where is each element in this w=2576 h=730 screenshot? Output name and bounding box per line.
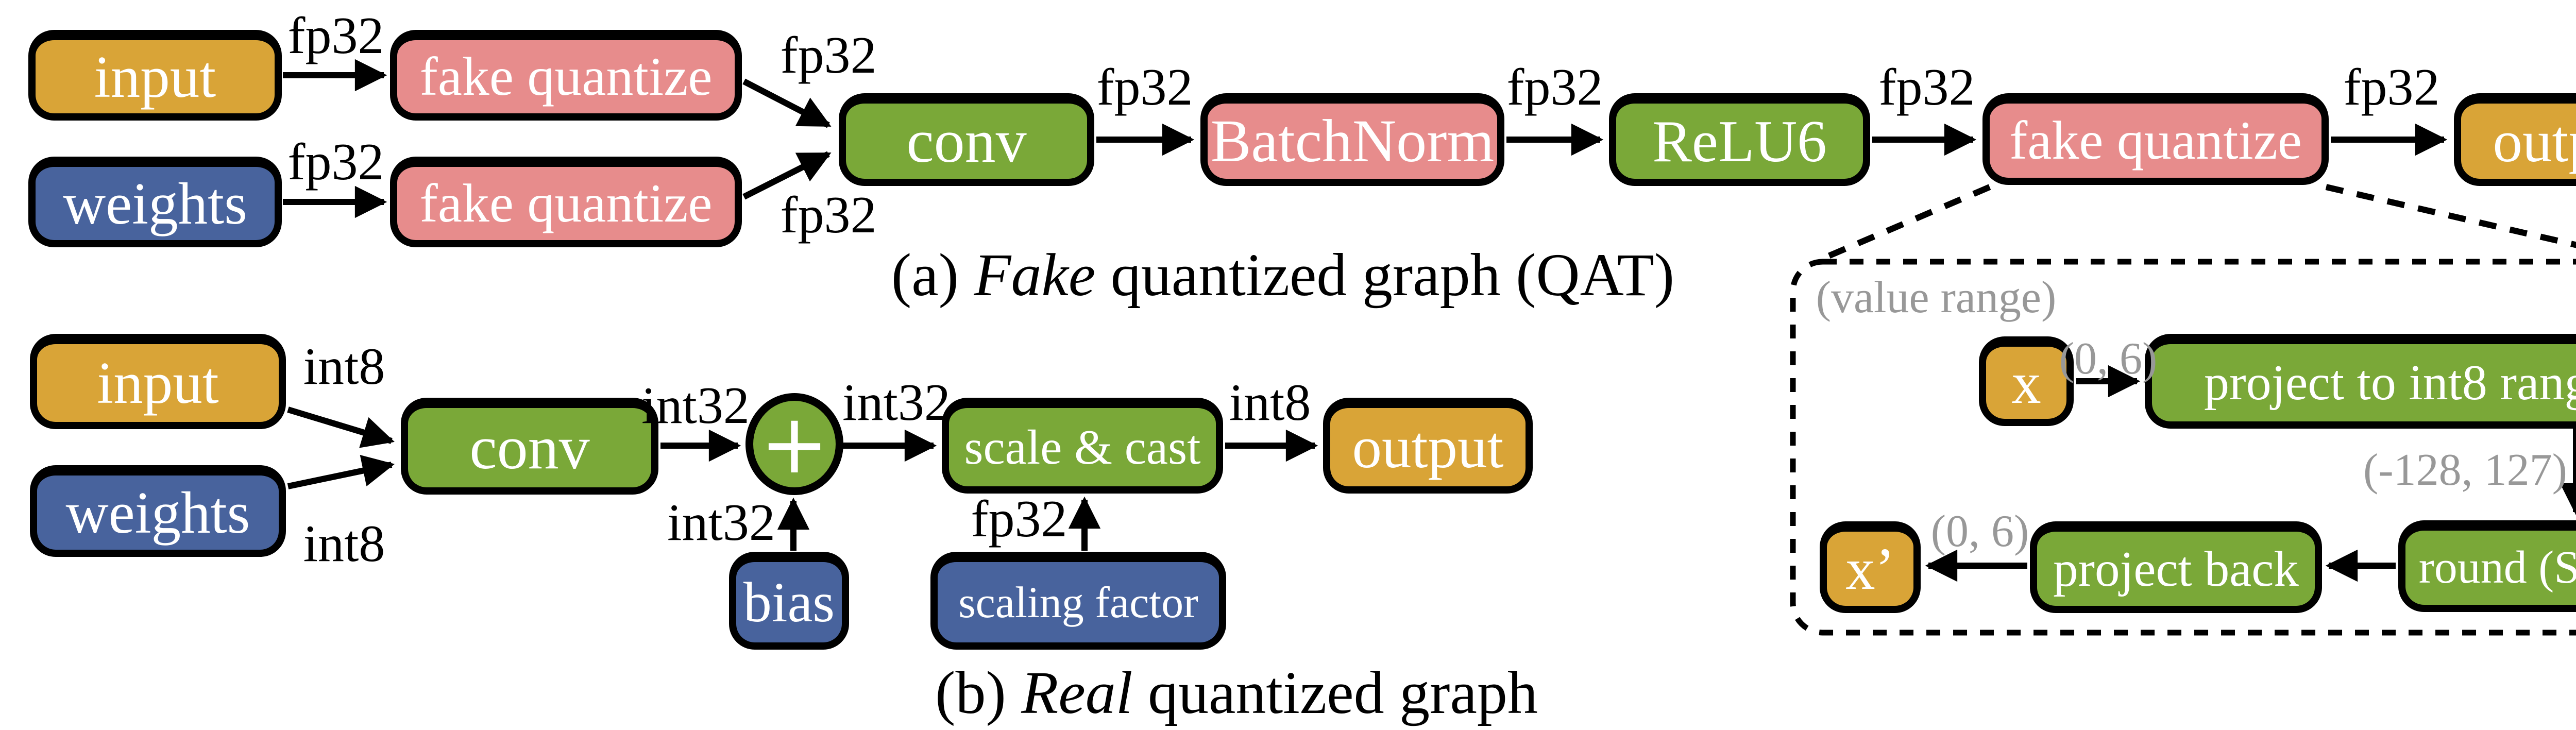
node-a-output: output	[2454, 93, 2576, 186]
node-a-fake-quantize-weights: fake quantize	[390, 157, 742, 247]
caption-b-prefix: (b)	[935, 659, 1022, 726]
caption-b-rest: quantized graph	[1132, 659, 1538, 726]
callout-line-right	[2325, 184, 2576, 248]
arrow-b-input-to-conv	[287, 406, 395, 448]
edge-label-b-scale-output: int8	[1229, 374, 1311, 432]
edge-label-b-input-conv: int8	[303, 337, 385, 396]
node-a-input: input	[28, 30, 282, 121]
arrow-b-weights-to-conv	[287, 454, 395, 489]
node-b-scaling-factor: scaling factor	[930, 552, 1226, 650]
node-a-batchnorm: BatchNorm	[1200, 93, 1504, 186]
edge-label-a-bn-relu6: fp32	[1506, 58, 1603, 116]
node-b-input: input	[30, 334, 286, 429]
node-b-add: +	[745, 393, 843, 495]
node-b-scale-cast: scale & cast	[942, 398, 1223, 494]
node-a-conv: conv	[839, 93, 1094, 186]
edge-label-b-add-scale: int32	[842, 374, 951, 432]
node-a-fake-quantize-out: fake quantize	[1982, 93, 2329, 185]
caption-a-italic: Fake	[974, 241, 1096, 309]
caption-a-rest: quantized graph (QAT)	[1095, 241, 1675, 309]
inset-annotation-value-range: (value range)	[1816, 273, 2057, 322]
node-b-bias: bias	[729, 552, 849, 650]
edge-label-a-weights-fq: fp32	[287, 133, 384, 191]
node-a-weights: weights	[28, 157, 282, 247]
edge-label-a-relu6-fq: fp32	[1878, 58, 1975, 116]
edge-label-a-input-fq: fp32	[287, 7, 384, 65]
node-inset-x: x	[1979, 336, 2074, 426]
node-a-fake-quantize-input: fake quantize	[390, 30, 742, 121]
edge-label-a-fqweights-conv: fp32	[780, 186, 877, 244]
node-inset-x-prime: x’	[1820, 521, 1921, 613]
edge-label-inset-projectback-x: (0, 6)	[1930, 506, 2029, 556]
arrow-a-fq-input-to-conv	[742, 78, 832, 128]
node-inset-project-back: project back	[2030, 521, 2322, 613]
edge-label-a-conv-bn: fp32	[1096, 58, 1193, 116]
edge-label-b-bias-add: int32	[667, 494, 775, 552]
node-b-conv: conv	[401, 398, 658, 495]
edge-label-inset-x-project: (0, 6)	[2059, 334, 2158, 384]
edge-label-inset-project-round: (-128, 127)	[2363, 445, 2567, 495]
node-inset-round-ste: round (STE)	[2398, 520, 2576, 612]
edge-label-a-fq-output: fp32	[2343, 58, 2440, 116]
arrow-a-fq-weights-to-conv	[742, 151, 832, 200]
edge-label-b-weights-conv: int8	[303, 515, 385, 573]
node-a-relu6: ReLU6	[1609, 93, 1870, 186]
node-b-weights: weights	[30, 465, 286, 557]
node-b-output: output	[1323, 398, 1533, 494]
edge-label-a-fqinput-conv: fp32	[780, 26, 877, 84]
edge-label-b-conv-add: int32	[641, 377, 750, 435]
node-inset-project-int8: project to int8 range	[2145, 334, 2576, 429]
edge-label-b-sf-scale: fp32	[971, 490, 1067, 548]
caption-a-prefix: (a)	[891, 241, 974, 309]
caption-b: (b) Real quantized graph	[935, 663, 1538, 723]
callout-line-left	[1816, 184, 1991, 264]
caption-a: (a) Fake quantized graph (QAT)	[891, 245, 1674, 305]
caption-b-italic: Real	[1021, 659, 1133, 726]
